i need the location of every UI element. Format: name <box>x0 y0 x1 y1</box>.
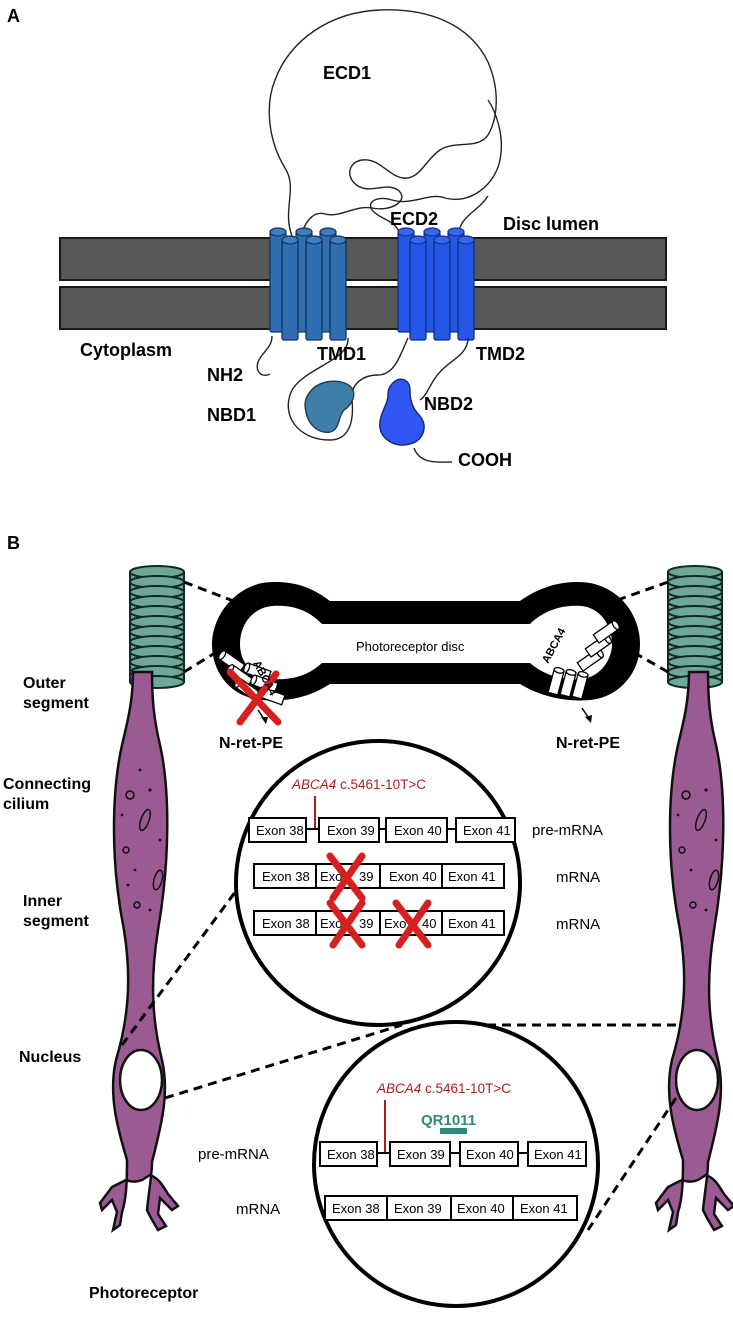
nbd1-domain <box>304 380 355 433</box>
connecting-cilium-label-line2: cilium <box>3 796 49 813</box>
exon-skip-x-2 <box>326 899 432 949</box>
exon-label: Exon 38 <box>327 1147 375 1162</box>
exon-label: Exon 41 <box>463 823 511 838</box>
outer-segment-label-line2: segment <box>23 695 89 712</box>
cooh-label: COOH <box>458 450 512 470</box>
nh2-tail <box>256 335 273 376</box>
nh2-label: NH2 <box>207 365 243 385</box>
inner-segment-label-line2: segment <box>23 913 89 930</box>
tmd2-helices <box>397 227 475 341</box>
exon-label-partial: Exo <box>320 916 342 931</box>
exon-label: Exon 41 <box>534 1147 582 1162</box>
splicing-zoom-circle-bottom <box>312 1020 600 1308</box>
exon-label: Exon 38 <box>256 823 304 838</box>
n-ret-pe-label-right: N-ret-PE <box>556 735 620 752</box>
exon-label: Exon 41 <box>520 1201 568 1216</box>
ecd1-label: ECD1 <box>323 63 371 83</box>
exon-label: Exon 39 <box>327 823 375 838</box>
inner-segment-label-line1: Inner <box>23 893 62 910</box>
disc-lumen-label: Disc lumen <box>503 214 599 234</box>
exon-label: Exon 40 <box>466 1147 514 1162</box>
exon-label: Exon 39 <box>397 1147 445 1162</box>
ecd1-loop <box>268 9 497 237</box>
qr1011-aso-bar <box>440 1128 467 1134</box>
mrna-label-bottom: mRNA <box>236 1201 280 1218</box>
membrane-upper-leaflet <box>59 237 667 281</box>
mrna-row-2: Exon 38 Exo 39 Exo 40 Exon 41 <box>253 910 505 936</box>
exon-label: Exon 38 <box>262 869 310 884</box>
exon-label: Exon 40 <box>457 1201 505 1216</box>
photoreceptor-cell-right <box>654 670 733 1232</box>
ecd2-label: ECD2 <box>390 209 438 229</box>
exon-label: Exon 41 <box>448 916 496 931</box>
exon-label: Exon 40 <box>394 823 442 838</box>
nbd2-domain <box>379 378 425 446</box>
pre-mrna-row-bottom: Exon 38 Exon 39 Exon 40 Exon 41 <box>319 1141 587 1167</box>
tmd2-label: TMD2 <box>476 344 525 364</box>
exon-number: 40 <box>422 916 436 931</box>
exon-label-partial: Exo <box>320 869 342 884</box>
mrna-row-1: Exon 38 Exo 39 Exon 40 Exon 41 <box>253 863 505 889</box>
connecting-cilium-label-line1: Connecting <box>3 776 91 793</box>
pre-mrna-row-top: Exon 38 Exon 39 Exon 40 Exon 41 <box>248 817 516 843</box>
mutation-label-bottom: ABCA4 c.5461-10T>C <box>376 1081 511 1096</box>
mutation-label-top: ABCA4 c.5461-10T>C <box>291 777 426 792</box>
n-ret-pe-label-left: N-ret-PE <box>219 735 283 752</box>
exon-number: 39 <box>359 869 373 884</box>
photoreceptor-cell-left <box>98 670 180 1232</box>
photoreceptor-disc-label: Photoreceptor disc <box>356 639 465 654</box>
pre-mrna-label-top: pre-mRNA <box>532 822 603 839</box>
exon-skip-x-1 <box>326 852 366 902</box>
mrna-label-2: mRNA <box>556 916 600 933</box>
nbd2-label: NBD2 <box>424 394 473 414</box>
exon-label: Exon 41 <box>448 869 496 884</box>
tmd1-helices <box>269 227 347 341</box>
exon-number: 39 <box>359 916 373 931</box>
membrane-lower-leaflet <box>59 286 667 330</box>
qr1011-label: QR1011 <box>421 1112 476 1129</box>
arrowhead-left <box>261 717 268 724</box>
cytoplasmic-linker <box>287 337 409 441</box>
tmd1-label: TMD1 <box>317 344 366 364</box>
mrna-label-1: mRNA <box>556 869 600 886</box>
outer-segment-disc-stack-right <box>667 565 723 689</box>
nbd1-label: NBD1 <box>207 405 256 425</box>
cytoplasm-label: Cytoplasm <box>80 340 172 360</box>
panel-a-label: A <box>7 6 20 26</box>
pre-mrna-label-bottom: pre-mRNA <box>198 1146 269 1163</box>
photoreceptor-disc <box>212 582 640 701</box>
mrna-row-corrected: Exon 38 Exon 39 Exon 40 Exon 41 <box>324 1195 578 1221</box>
exon-label: Exon 39 <box>394 1201 442 1216</box>
exon-label: Exon 40 <box>389 869 437 884</box>
outer-segment-disc-stack-left <box>129 565 185 689</box>
nucleus-label: Nucleus <box>19 1049 81 1066</box>
exon-label: Exon 38 <box>332 1201 380 1216</box>
panel-b-label: B <box>7 533 20 553</box>
exon-label-partial: Exo <box>384 916 406 931</box>
outer-segment-label-line1: Outer <box>23 675 66 692</box>
cooh-tail <box>413 337 469 463</box>
exon-label: Exon 38 <box>262 916 310 931</box>
photoreceptor-label: Photoreceptor <box>89 1285 198 1302</box>
mutation-x-left-transporter <box>226 668 282 726</box>
arrowhead-right <box>585 715 592 723</box>
